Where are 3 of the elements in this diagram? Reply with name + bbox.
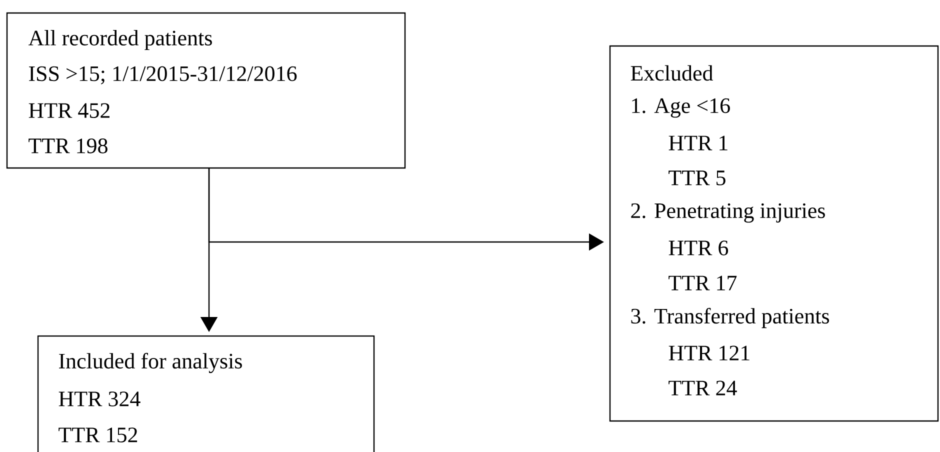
process-box: Included for analysis HTR 324 TTR 152 xyxy=(37,335,375,452)
process-box: All recorded patients ISS >15; 1/1/2015-31/12/2016 HTR 452 TTR 198 xyxy=(6,12,406,169)
process-box: Excluded 1. Age <16 HTR 1 TTR 5 2. Penetrating injuries HTR 6 TTR 17 3. Transferred patients HTR 121 TTR 24 xyxy=(609,45,939,422)
